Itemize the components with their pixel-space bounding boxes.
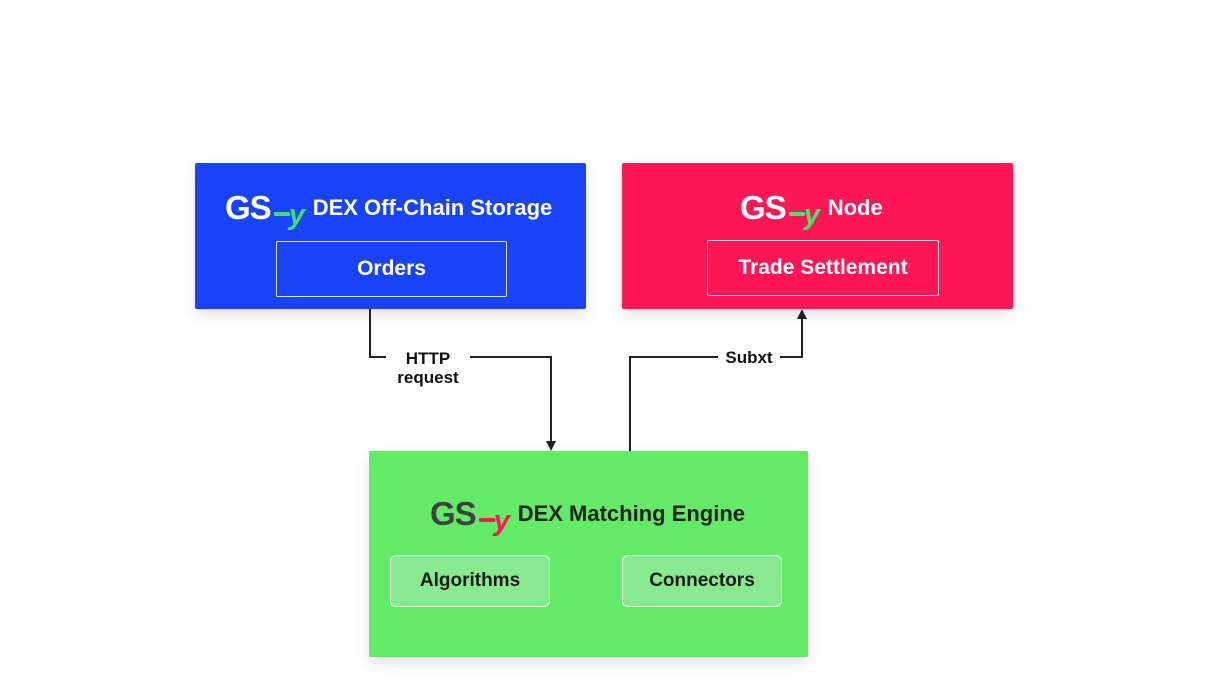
gsy-logo: GS y	[225, 189, 305, 231]
trade-settlement-box: Trade Settlement	[707, 240, 939, 296]
gsy-logo: GS y	[740, 189, 820, 231]
subxt-arrow	[629, 309, 807, 451]
node-header: GS y Node	[740, 189, 883, 231]
storage-title: DEX Off-Chain Storage	[312, 194, 553, 220]
node-box: GS y Node Trade Settlement	[622, 163, 1013, 309]
engine-title: DEX Matching Engine	[517, 500, 746, 526]
node-title: Node	[827, 194, 883, 220]
connectors-box: Connectors	[622, 555, 782, 607]
orders-box: Orders	[276, 241, 507, 297]
engine-header: GS y DEX Matching Engine	[430, 495, 746, 537]
subxt-label: Subxt	[718, 348, 780, 367]
gsy-logo: GS y	[430, 495, 510, 537]
matching-engine-box: GS y DEX Matching Engine Algorithms Conn…	[369, 451, 808, 657]
storage-header: GS y DEX Off-Chain Storage	[225, 189, 553, 231]
off-chain-storage-box: GS y DEX Off-Chain Storage Orders	[195, 163, 586, 309]
http-request-label: HTTP request	[386, 349, 470, 387]
algorithms-box: Algorithms	[390, 555, 550, 607]
